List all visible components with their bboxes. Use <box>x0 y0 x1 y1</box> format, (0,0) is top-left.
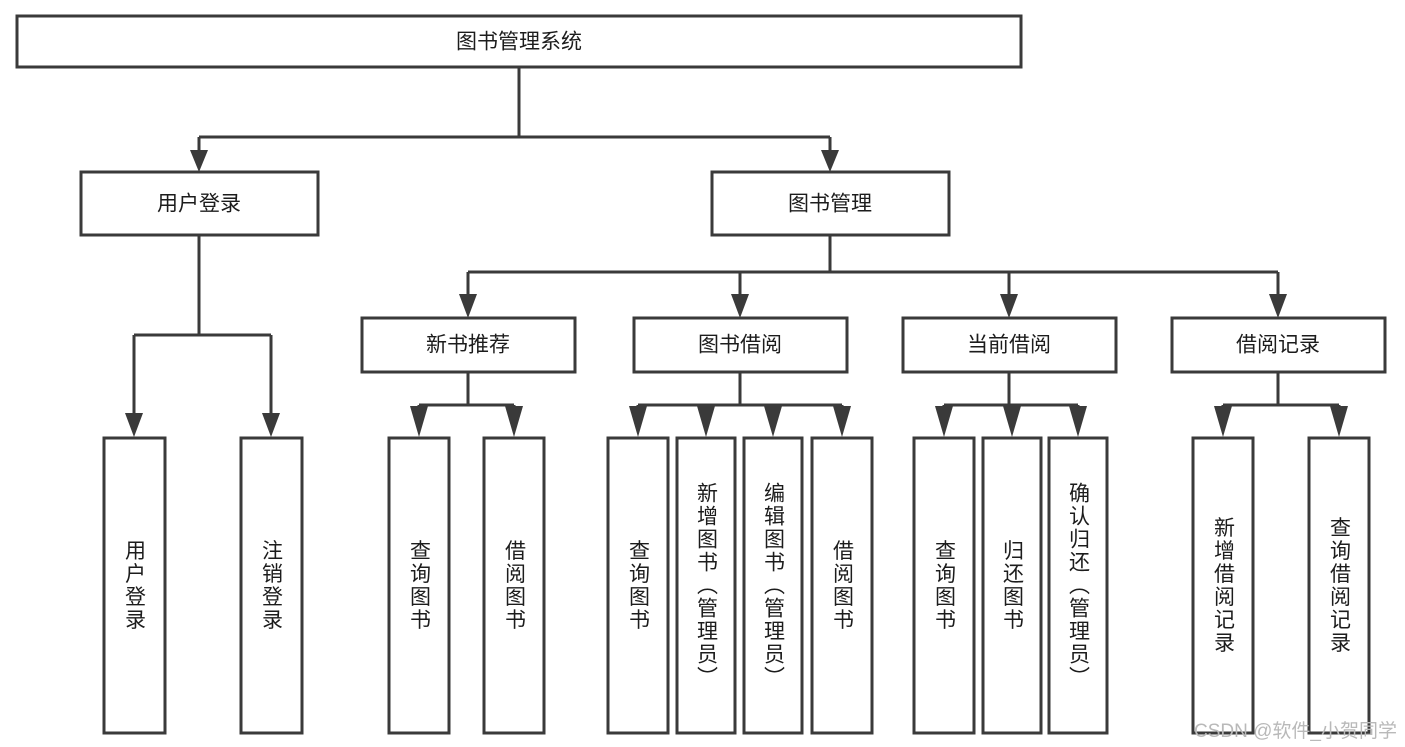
arrowhead-leaf-confirm-return <box>1069 406 1087 437</box>
node-leaf-user-login-label: 用户登录 <box>123 540 147 632</box>
node-leaf-edit-book-label: 编辑图书（管理员） <box>762 482 786 689</box>
node-user-login[interactable]: 用户登录 <box>79 170 320 237</box>
node-leaf-add-book-label: 新增图书（管理员） <box>695 482 719 689</box>
node-leaf-query-record-label: 查询借阅记录 <box>1328 517 1352 655</box>
arrowhead-leaf-query-book-2 <box>629 406 647 437</box>
node-leaf-query-book-1-label: 查询图书 <box>408 540 432 632</box>
node-leaf-edit-book-box[interactable] <box>742 436 804 735</box>
arrowhead-leaf-add-record <box>1214 406 1232 437</box>
node-book-borrow-box[interactable] <box>632 316 849 374</box>
arrowhead-leaf-edit-book <box>764 406 782 437</box>
node-leaf-edit-book[interactable]: 编辑图书（管理员） <box>742 436 804 735</box>
node-leaf-return-book[interactable]: 归还图书 <box>981 436 1043 735</box>
arrowhead-leaf-user-logout <box>262 413 280 437</box>
node-root-label: 图书管理系统 <box>456 31 582 54</box>
arrowhead-leaf-borrow-book-2 <box>833 406 851 437</box>
arrowhead-leaf-user-login <box>125 413 143 437</box>
arrowhead-leaf-query-book-3 <box>935 406 953 437</box>
node-leaf-user-login[interactable]: 用户登录 <box>102 436 167 735</box>
node-leaf-confirm-return-box[interactable] <box>1047 436 1109 735</box>
node-current-borrow-box[interactable] <box>901 316 1118 374</box>
node-leaf-return-book-label: 归还图书 <box>1001 540 1025 632</box>
arrowhead-new-book-recommend <box>459 294 477 318</box>
node-book-borrow[interactable]: 图书借阅 <box>632 316 849 374</box>
node-leaf-add-book[interactable]: 新增图书（管理员） <box>675 436 737 735</box>
node-new-book-recommend-label: 新书推荐 <box>426 334 510 357</box>
arrowhead-leaf-add-book <box>697 406 715 437</box>
node-leaf-query-book-3-label: 查询图书 <box>933 540 957 632</box>
node-leaf-add-book-box[interactable] <box>675 436 737 735</box>
node-leaf-borrow-book-1[interactable]: 借阅图书 <box>482 436 546 735</box>
node-leaf-borrow-book-2[interactable]: 借阅图书 <box>810 436 874 735</box>
node-borrow-record-box[interactable] <box>1170 316 1387 374</box>
arrowhead-leaf-query-record <box>1330 406 1348 437</box>
node-leaf-add-record[interactable]: 新增借阅记录 <box>1191 436 1255 735</box>
node-leaf-confirm-return-label: 确认归还（管理员） <box>1067 482 1091 689</box>
node-leaf-borrow-book-1-label: 借阅图书 <box>503 540 527 632</box>
node-borrow-record[interactable]: 借阅记录 <box>1170 316 1387 374</box>
node-leaf-query-record-box[interactable] <box>1307 436 1371 735</box>
node-book-management[interactable]: 图书管理 <box>710 170 951 237</box>
arrowhead-user-login <box>190 150 208 172</box>
node-leaf-borrow-book-1-box[interactable] <box>482 436 546 735</box>
node-leaf-user-logout[interactable]: 注销登录 <box>239 436 304 735</box>
node-leaf-borrow-book-2-box[interactable] <box>810 436 874 735</box>
node-leaf-query-book-2-box[interactable] <box>606 436 670 735</box>
node-current-borrow[interactable]: 当前借阅 <box>901 316 1118 374</box>
csdn-watermark: CSDN @软件_小贺同学 <box>1194 721 1397 742</box>
node-leaf-query-book-3[interactable]: 查询图书 <box>912 436 976 735</box>
node-root[interactable]: 图书管理系统 <box>15 14 1023 69</box>
node-leaf-query-book-1[interactable]: 查询图书 <box>387 436 451 735</box>
node-book-borrow-label: 图书借阅 <box>698 334 782 357</box>
node-new-book-recommend[interactable]: 新书推荐 <box>360 316 577 374</box>
arrowhead-book-borrow <box>731 294 749 318</box>
arrowhead-borrow-record <box>1269 294 1287 318</box>
arrowhead-leaf-return-book <box>1003 406 1021 437</box>
node-leaf-user-logout-box[interactable] <box>239 436 304 735</box>
node-leaf-add-record-label: 新增借阅记录 <box>1212 517 1236 655</box>
connector-layer <box>125 68 1348 437</box>
node-leaf-add-record-box[interactable] <box>1191 436 1255 735</box>
node-leaf-return-book-box[interactable] <box>981 436 1043 735</box>
node-root-box[interactable] <box>15 14 1023 69</box>
node-user-login-label: 用户登录 <box>157 193 241 216</box>
node-leaf-query-book-1-box[interactable] <box>387 436 451 735</box>
node-new-book-recommend-box[interactable] <box>360 316 577 374</box>
node-leaf-user-login-box[interactable] <box>102 436 167 735</box>
node-leaf-query-book-3-box[interactable] <box>912 436 976 735</box>
node-book-management-label: 图书管理 <box>788 193 872 216</box>
arrowhead-leaf-borrow-book-1 <box>505 406 523 437</box>
node-leaf-confirm-return[interactable]: 确认归还（管理员） <box>1047 436 1109 735</box>
arrowhead-leaf-query-book-1 <box>410 406 428 437</box>
node-borrow-record-label: 借阅记录 <box>1236 334 1320 357</box>
arrowhead-current-borrow <box>1000 294 1018 318</box>
node-leaf-query-book-2-label: 查询图书 <box>627 540 651 632</box>
node-leaf-query-book-2[interactable]: 查询图书 <box>606 436 670 735</box>
node-leaf-borrow-book-2-label: 借阅图书 <box>831 540 855 632</box>
node-book-management-box[interactable] <box>710 170 951 237</box>
arrowhead-book-management <box>821 150 839 172</box>
node-user-login-box[interactable] <box>79 170 320 237</box>
node-leaf-user-logout-label: 注销登录 <box>260 540 284 632</box>
node-leaf-query-record[interactable]: 查询借阅记录 <box>1307 436 1371 735</box>
node-current-borrow-label: 当前借阅 <box>967 334 1051 357</box>
